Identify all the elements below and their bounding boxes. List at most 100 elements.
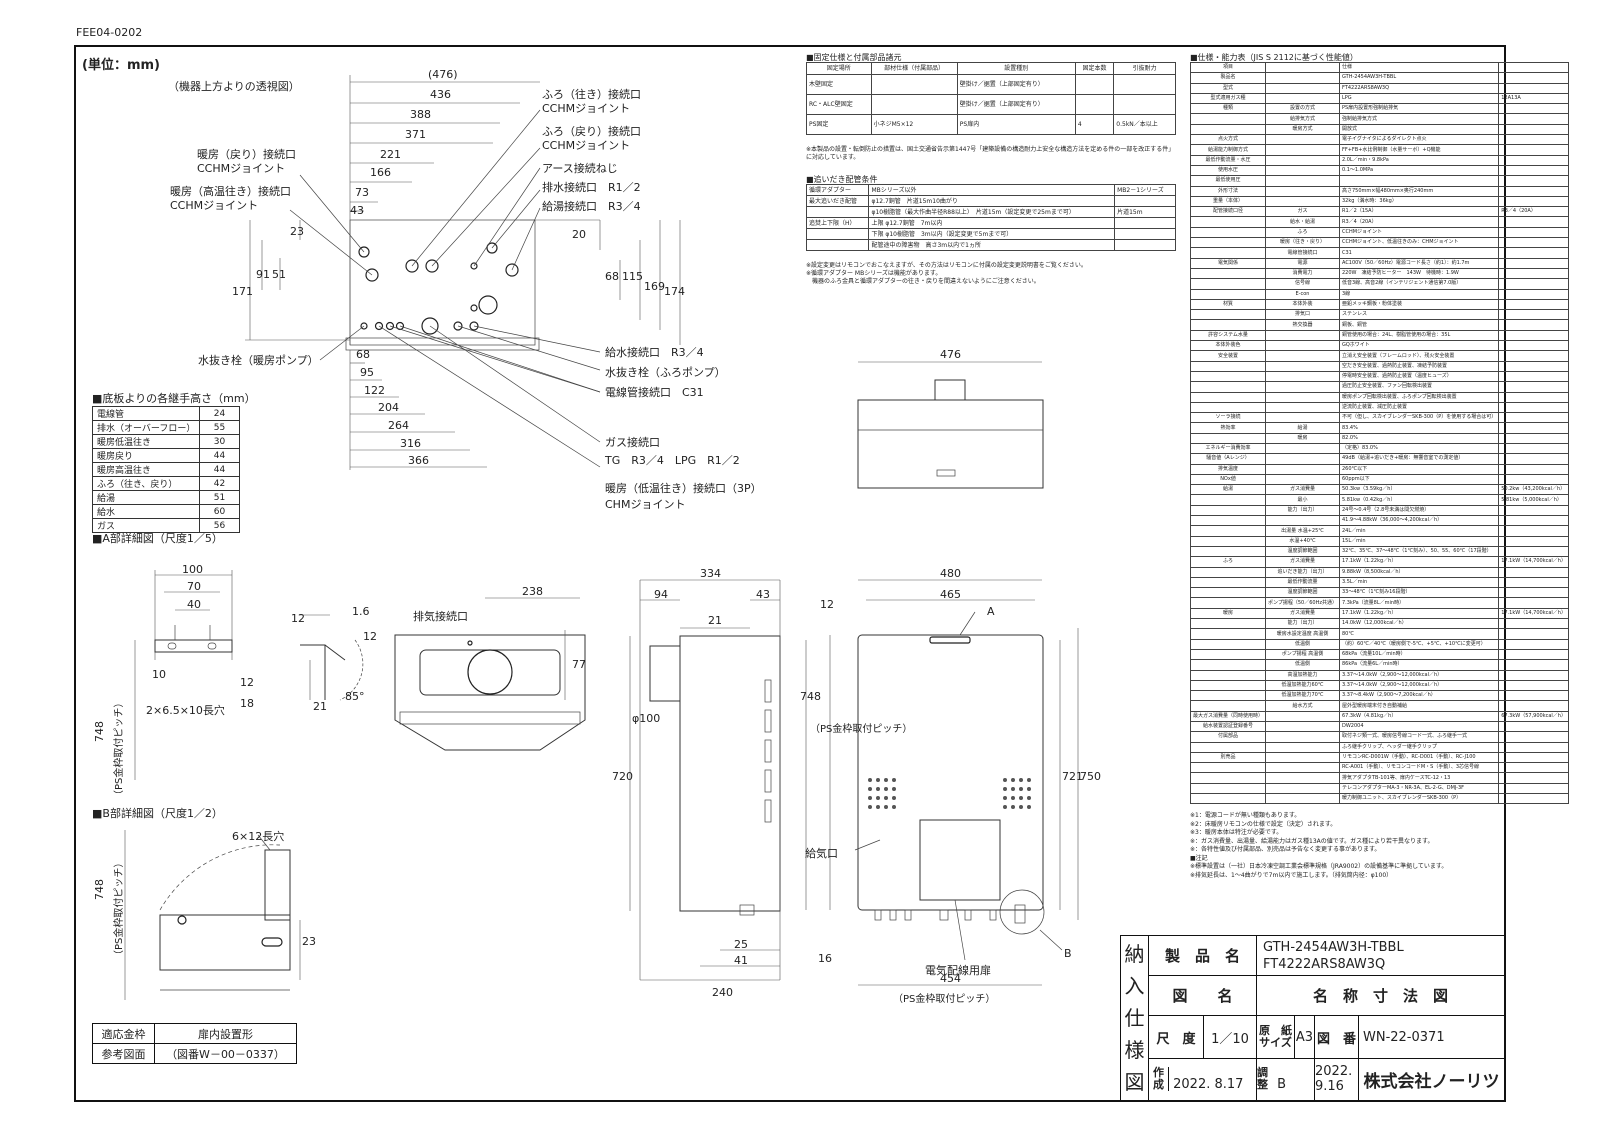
spec-value-cell: 屋外型暖房端末付き自動補給	[1338, 700, 1500, 712]
spec-item-cell: 重量（本体）	[1189, 195, 1267, 208]
side-dim-240: 240	[712, 986, 733, 999]
spec-item-cell: ガス消費量	[1265, 556, 1340, 568]
spec-item-cell: 種類	[1189, 103, 1267, 115]
fixing-header-row: 固定場所部材仕様（付属部品）設置種別固定本数引抜耐力	[806, 62, 1176, 75]
spec-value-cell: 17.1kW（1.22kg／h）	[1338, 607, 1500, 620]
spec-item-cell: 暖房水設定温度 高温側	[1265, 628, 1340, 640]
spec-item-cell	[1265, 82, 1340, 94]
spec-value-cell: ふろ継手クリップ、ヘッダー継手クリップ	[1338, 741, 1500, 753]
spec-row: エネルギー消費効率（定格）83.0%	[1189, 442, 1569, 455]
spec-value-cell	[1498, 659, 1569, 671]
spec-item-cell	[1189, 525, 1267, 537]
heights-value: 44	[199, 448, 240, 463]
spec-item-cell: 暖房	[1189, 607, 1267, 620]
oidaki-row: 下限 φ10樹脂管 3m以内（設定変更で5mまで可）	[805, 228, 1176, 240]
spec-note: ※：ガス消費量、出湯量、給湯能力はガス種13Aの値です。ガス種により若干異なりま…	[1190, 837, 1434, 845]
front-label-b: B	[1064, 947, 1072, 960]
spec-row: ふろ継手クリップ、ヘッダー継手クリップ	[1189, 741, 1569, 753]
heights-item: 給湯	[92, 490, 200, 505]
spec-value-cell	[1498, 298, 1569, 311]
spec-value-cell: 17.1kW（14,700kcal／h）	[1498, 607, 1569, 620]
spec-value-cell	[1498, 422, 1569, 434]
dim-23: 23	[290, 225, 304, 238]
spec-row: 停電時安全装置、過熱防止装置（温度ヒューズ）	[1189, 370, 1569, 383]
spec-item-cell: ふろ	[1265, 226, 1340, 239]
spec-value-cell: PS扉内設置形強制給排気	[1338, 103, 1500, 115]
spec-item-cell	[1265, 144, 1340, 156]
spec-item-cell	[1189, 226, 1267, 239]
exhaust-dim-77: 77	[572, 658, 586, 671]
spec-value-cell: 3.37～14.0kW（2,900～12,000kcal／h）	[1338, 679, 1500, 692]
fixing-header-cell: 設置種別	[956, 62, 1076, 75]
spec-row: 熱交換器銅板、銅管	[1189, 319, 1569, 331]
dim-174: 174	[664, 285, 685, 298]
spec-item-cell: 外形寸法	[1189, 185, 1267, 197]
detail-a-dim-12a: 12	[291, 612, 305, 625]
drawing-name-label: 図 名	[1148, 975, 1257, 1017]
heights-row: 排水（オーバーフロー）55	[92, 420, 240, 435]
front-dim-721: 721	[1062, 770, 1083, 783]
spec-value-cell: 32℃、35℃、37～48℃（1℃刻み）、50、55、60℃（17段階）	[1338, 545, 1500, 558]
spec-row: 過圧防止安全装置、ファン回転検出装置	[1189, 381, 1569, 393]
spec-row: 給水方式屋外型暖房端末付き自動補給	[1189, 700, 1569, 712]
dim-73: 73	[355, 186, 369, 199]
heights-value: 60	[199, 504, 240, 519]
spec-value-cell: FT4222ARS8AW3Q	[1338, 82, 1500, 94]
spec-value-cell	[1498, 226, 1569, 239]
spec-item-cell: 最大ガス消費量（同時使用時）	[1189, 710, 1267, 723]
spec-value-cell: 220W 凍結予防ヒーター 143W 待機時：1.9W	[1338, 267, 1500, 280]
spec-value-cell: C31	[1338, 247, 1500, 259]
spec-value-cell	[1498, 237, 1569, 249]
spec-value-cell	[1498, 638, 1569, 650]
spec-row: 重量（本体）32kg（満水時：36kg）	[1189, 195, 1569, 208]
dim-166: 166	[370, 166, 391, 179]
oidaki-cell	[1114, 195, 1176, 207]
front-dim-480: 480	[940, 567, 961, 580]
spec-row: 最大ガス消費量（同時使用時）67.3kW（4.81kg／h）67.3kW（57,…	[1189, 710, 1569, 723]
spec-value-cell	[1498, 597, 1569, 609]
spec-value-cell	[1498, 175, 1569, 187]
spec-value-cell: 5.81kw（5,000kcal／h）	[1498, 494, 1569, 506]
dim-371: 371	[405, 128, 426, 141]
side-dim-94: 94	[654, 588, 668, 601]
label-heating-low-supply: 暖房（低温往き）接続口（3P）	[605, 482, 762, 495]
oidaki-cell: 循環アダプター	[805, 184, 870, 196]
dim-51: 51	[272, 268, 286, 281]
detail-b-pitch-label: （PS金枠取付ピッチ）	[114, 857, 125, 960]
spec-row: 暖房（往き・戻り）CCHMジョイント、低温往きのみ：CHMジョイント	[1189, 237, 1569, 249]
spec-value-cell: 5.81kw（0.42kg／h）	[1338, 494, 1500, 506]
spec-item-cell: 本体外装色	[1189, 340, 1267, 352]
spec-value-cell: CCHMジョイント、低温往きのみ：CHMジョイント	[1338, 237, 1500, 249]
spec-item-cell	[1189, 659, 1267, 671]
fixing-cell	[870, 74, 958, 95]
heights-item: 暖房低温往き	[92, 434, 200, 449]
spec-value-cell	[1498, 278, 1569, 290]
side-label-char: 仕	[1124, 1006, 1145, 1030]
spec-value-cell: 3線	[1338, 288, 1500, 300]
spec-row: 外形寸法高さ750mm×幅480mm×奥行240mm	[1189, 185, 1569, 197]
spec-row: 材質本体外装亜鉛メッキ鋼板・粉体塗装	[1189, 298, 1569, 311]
side-view	[629, 579, 807, 981]
label-chm-joint: CHMジョイント	[605, 498, 686, 511]
spec-value-cell: GQホワイト	[1338, 340, 1500, 352]
spec-value-cell	[1498, 442, 1569, 455]
detail-b-title: ■B部詳細図（尺度1／2）	[92, 807, 223, 820]
detail-a-pitch-label: （PS金枠取付ピッチ）	[114, 697, 125, 800]
spec-value-cell: 7.3kPa（流量8L／min時）	[1338, 597, 1500, 609]
paper-size-label: 原 紙 サイズ	[1256, 1015, 1295, 1059]
spec-item-cell	[1189, 360, 1267, 372]
spec-row: 騒音値（Aレンジ）49dB（給湯+追いだき+暖房：無響音室での測定値）	[1189, 453, 1569, 465]
front-dim-12: 12	[820, 598, 834, 611]
spec-value-cell: （約）60℃／40℃（暖房側で-5℃、+5℃、+10℃に変更可）	[1338, 638, 1500, 650]
detail-a-dim-70: 70	[187, 580, 201, 593]
fixing-cell: 壁掛け／据置（上部固定有り）	[956, 94, 1076, 115]
spec-value-cell: 80℃	[1338, 628, 1500, 640]
spec-item-cell: 給湯	[1189, 484, 1267, 496]
revised-mark: B	[1277, 1076, 1287, 1092]
revised-cell: 調 整 B	[1256, 1057, 1315, 1102]
